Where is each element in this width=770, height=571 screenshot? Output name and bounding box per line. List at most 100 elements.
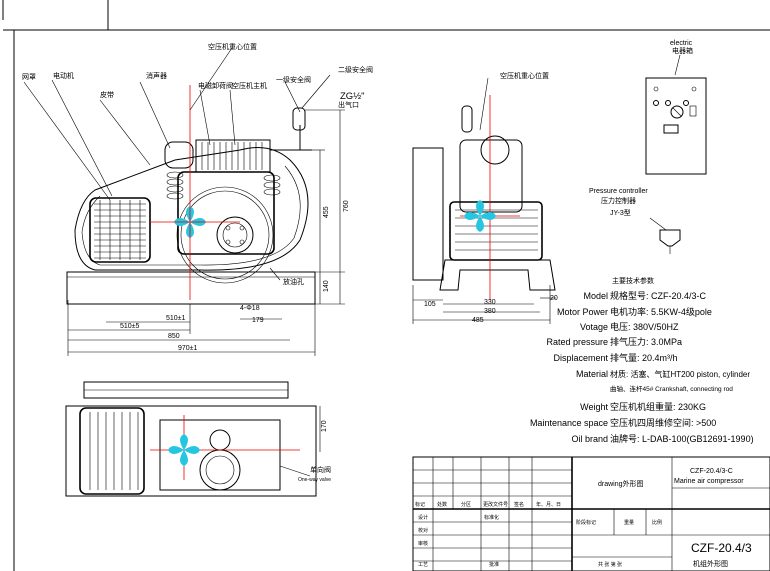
side-base: [439, 259, 556, 291]
dim-179: 179: [252, 317, 264, 324]
side-dim-330: 330: [484, 299, 496, 306]
svg-text:Rated pressure: Rated pressure: [546, 337, 608, 347]
specs-heading: 主要技术参数: [612, 276, 654, 285]
outlet-pipe: [270, 125, 312, 151]
dim-455: 455: [323, 206, 330, 218]
tb-right-hdr: 阶段标记: [576, 519, 596, 526]
tb-drawing-label: drawing外形图: [598, 479, 644, 488]
callout-outlet: 出气口: [338, 100, 359, 109]
dim-510a: 510±1: [166, 315, 186, 322]
tb-mid-label: 批准: [489, 561, 499, 568]
specs-table: 主要技术参数 Model 规格型号: CZF-20.4/3-C Motor Po…: [530, 276, 754, 444]
svg-text:曲轴、连杆45# Crankshaft, connectin: 曲轴、连杆45# Crankshaft, connecting rod: [610, 384, 733, 393]
svg-text:排气量: 20.4m³/h: 排气量: 20.4m³/h: [610, 352, 678, 363]
side-cg-callout: 空压机重心位置: [500, 71, 549, 80]
top-check-valve-en: One-way valve: [298, 477, 331, 483]
front-base: [66, 271, 316, 305]
svg-text:Votage: Votage: [580, 322, 608, 332]
dim-970: 970±1: [178, 345, 198, 352]
callout-compressor-main: 空压机主机: [232, 81, 267, 90]
belt-guard: [74, 147, 309, 271]
spec-row: 曲轴、连杆45# Crankshaft, connecting rod: [610, 384, 733, 393]
pc-label-cn: 压力控制器: [601, 196, 636, 205]
callout-stage1: 一级安全阀: [276, 75, 311, 84]
dim-140: 140: [323, 280, 330, 292]
callout-outlet-symbol: ZG½": [340, 91, 365, 102]
spec-row: Model 规格型号: CZF-20.4/3-C: [583, 290, 706, 301]
electric-display: [663, 124, 679, 134]
pc-device: [659, 229, 681, 247]
electric-label: electric: [670, 40, 693, 47]
tb-row-label: 分区: [461, 501, 471, 508]
side-fan-icon: [464, 200, 496, 232]
svg-text:Maintenance space: Maintenance space: [530, 418, 608, 428]
tb-right-hdr: 比例: [652, 519, 662, 526]
spec-row: Maintenance space 空压机四周维修空间: >500: [530, 417, 716, 428]
tb-model: CZF-20.4/3-C: [690, 468, 733, 475]
callout-oil-drain: 放油孔: [283, 277, 304, 286]
top-frame: [65, 405, 317, 497]
svg-text:Model: Model: [583, 291, 608, 301]
svg-text:电机功率: 5.5KW-4级pole: 电机功率: 5.5KW-4级pole: [610, 306, 712, 317]
svg-text:Material: Material: [576, 369, 608, 379]
flywheel: [176, 186, 274, 284]
tb-desc-cn: 机组外形图: [693, 559, 728, 568]
side-view: 空压机重心位置 105 330 380 485 20: [412, 71, 558, 324]
callout-guard: 网罩: [22, 73, 36, 81]
callout-solenoid: 电磁卸荷阀: [198, 81, 233, 90]
tb-left-label: 设计: [418, 514, 428, 521]
side-block: [459, 139, 523, 213]
top-motor: [79, 407, 145, 495]
side-dim-485: 485: [472, 317, 484, 324]
spec-row: Votage 电压: 380V/50HZ: [580, 321, 679, 332]
svg-text:材质: 活塞、气缸HT200 piston, cylinde: 材质: 活塞、气缸HT200 piston, cylinder: [610, 369, 750, 379]
tb-desc-en: Marine air compressor: [674, 478, 744, 485]
pressure-controller: Pressure controller 压力控制器 JY-3型: [589, 188, 681, 254]
callout-cg: 空压机重心位置: [208, 42, 257, 51]
safety-valve: [292, 107, 306, 131]
electric-label-cn: 电器箱: [672, 46, 693, 55]
cylinder-head: [195, 139, 271, 173]
svg-text:空压机机组重量: 230KG: 空压机机组重量: 230KG: [610, 401, 706, 412]
side-dim-380: 380: [484, 308, 496, 315]
side-dim-105: 105: [424, 301, 436, 308]
svg-text:Weight: Weight: [580, 402, 608, 412]
svg-text:Motor Power: Motor Power: [557, 307, 608, 317]
svg-text:电压: 380V/50HZ: 电压: 380V/50HZ: [610, 321, 679, 332]
dim-850: 850: [168, 333, 180, 340]
tb-sheet: 共 张 第 张: [598, 561, 622, 568]
callout-muffler: 消声器: [146, 71, 167, 80]
pc-label-en: Pressure controller: [589, 188, 648, 195]
tb-row-label: 更改文件号: [483, 501, 508, 508]
electric-box: electric 电器箱: [645, 40, 707, 175]
callout-motor: 电动机: [53, 71, 74, 80]
tb-row-label: 处数: [437, 501, 447, 508]
muffler: [164, 141, 194, 169]
spec-row: Weight 空压机机组重量: 230KG: [580, 401, 706, 412]
spec-row: Material 材质: 活塞、气缸HT200 piston, cylinder: [576, 369, 750, 379]
side-dim-20: 20: [550, 295, 558, 302]
dim-510b: 510±5: [120, 323, 140, 330]
tb-row-label: 标记: [415, 501, 425, 508]
spec-row: Displacement 排气量: 20.4m³/h: [553, 352, 677, 363]
tb-left-label: 工艺: [418, 562, 428, 568]
pc-model: JY-3型: [610, 208, 631, 217]
spec-row: Rated pressure 排气压力: 3.0MPa: [546, 336, 682, 347]
side-motor: [449, 201, 543, 261]
spec-row: Motor Power 电机功率: 5.5KW-4级pole: [557, 306, 712, 317]
cooler-coils: [166, 171, 281, 200]
electric-knob: [670, 105, 684, 119]
svg-text:Oil brand: Oil brand: [571, 434, 608, 444]
svg-text:规格型号: CZF-20.4/3-C: 规格型号: CZF-20.4/3-C: [610, 290, 707, 301]
spec-row: Oil brand 油牌号: L-DAB-100(GB12691-1990): [571, 433, 753, 444]
top-view: 170 单向阀 One-way valve: [65, 381, 331, 497]
top-check-valve: 单向阀: [310, 465, 331, 474]
tb-right-hdr: 重量: [624, 519, 634, 526]
svg-text:Displacement: Displacement: [553, 353, 608, 363]
dim-hole: 4-Φ18: [240, 305, 260, 312]
top-dim-170: 170: [321, 420, 328, 432]
tb-row-label: 年、月、日: [536, 501, 561, 508]
top-fan-icon: [168, 434, 200, 466]
motor: [89, 197, 151, 263]
